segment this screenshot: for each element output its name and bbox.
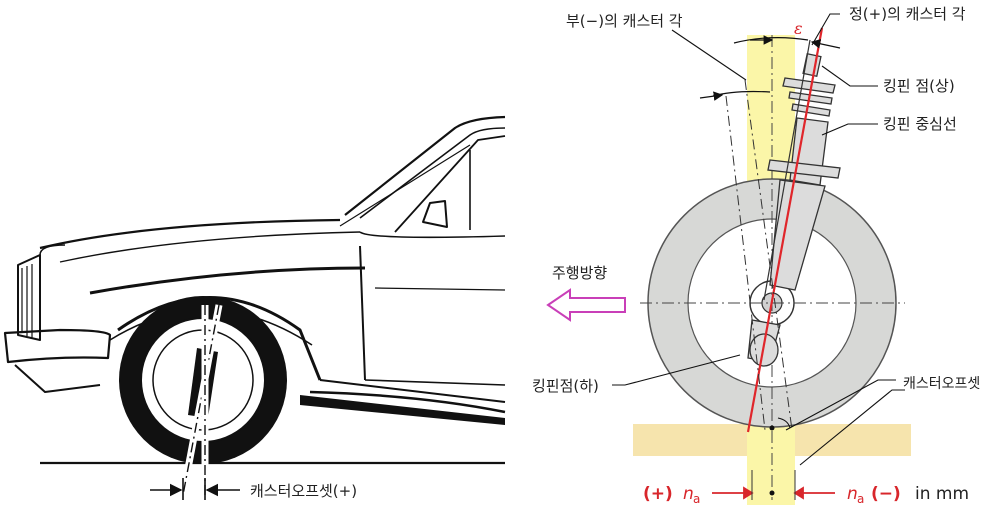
caster-offset-label-right: 캐스터오프셋: [903, 376, 980, 392]
negative-caster-line: [744, 79, 793, 431]
plus-sign: (+): [643, 484, 673, 504]
kingpin-lower-label: 킹핀점(하): [532, 377, 599, 395]
kingpin-axis-black: [763, 39, 811, 301]
caster-offset-label-left: 캐스터오프셋(+): [250, 482, 357, 500]
driving-direction-arrow: [546, 288, 626, 322]
unit-label: in mm: [915, 484, 969, 504]
negative-caster-angle-label: 부(−)의 캐스터 각: [566, 12, 683, 30]
epsilon-symbol: ε: [794, 19, 803, 38]
n-symbol-left: n: [683, 484, 694, 504]
front-wheel-left: [119, 296, 287, 496]
kingpin-axis-line: [746, 27, 824, 433]
caster-offset-dimension-left: [150, 478, 240, 500]
n-symbol-right: n: [847, 484, 858, 504]
kingpin-axis-label: 킹핀 중심선: [883, 115, 957, 133]
n-subscript-right: a: [857, 492, 864, 505]
minus-sign: (−): [871, 484, 901, 504]
positive-caster-angle-label: 정(+)의 캐스터 각: [849, 5, 966, 23]
driving-direction-label: 주행방향: [552, 264, 607, 282]
car-illustration: [3, 115, 506, 425]
n-subscript-left: a: [693, 492, 700, 505]
kingpin-upper-label: 킹핀 점(상): [883, 77, 955, 95]
negative-caster-line-2: [725, 95, 766, 431]
